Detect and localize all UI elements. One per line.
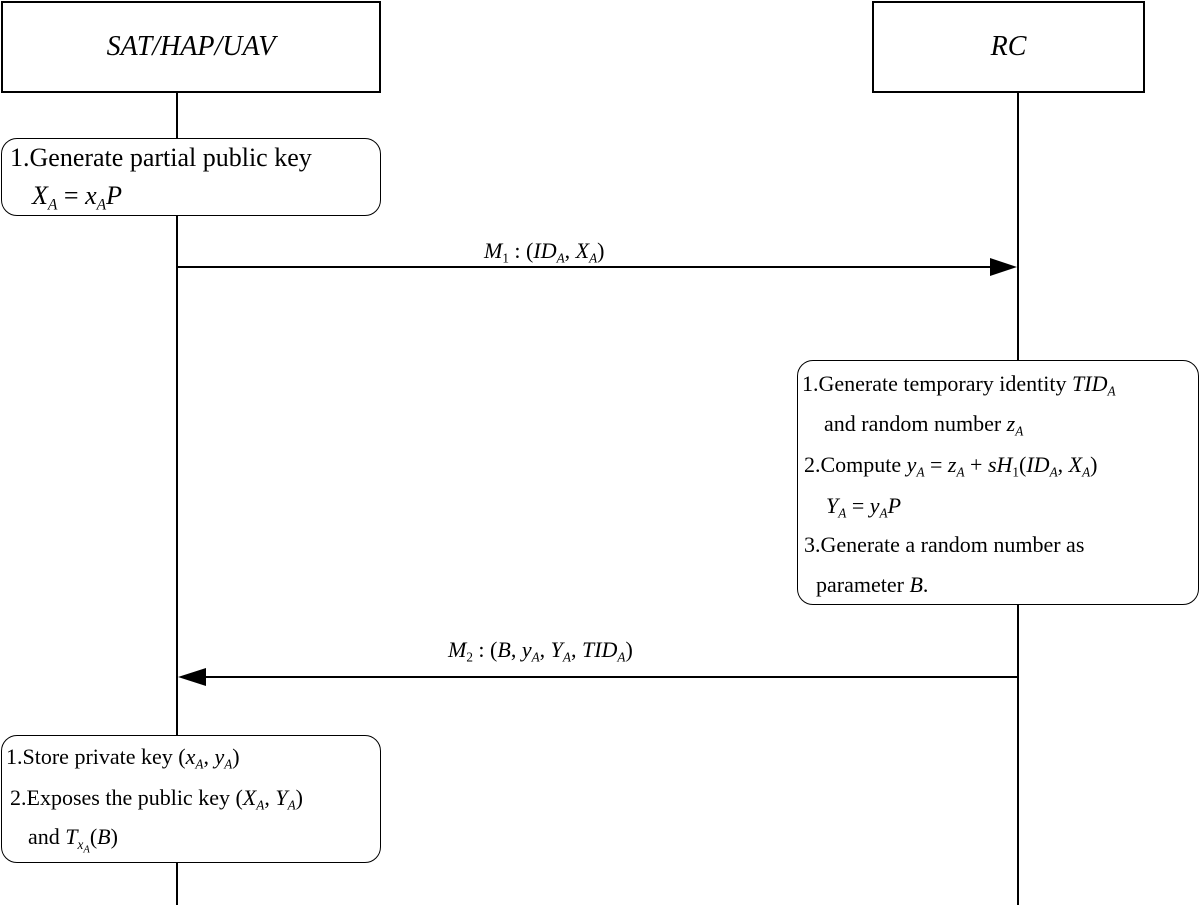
message2-arrowhead [178, 668, 206, 686]
note2-line6: parameter B. [816, 572, 929, 597]
note3-line2: 2.Exposes the public key (XA, YA) [10, 785, 303, 813]
note3-line1: 1.Store private key (xA, yA) [6, 744, 240, 772]
note-generate-partial-public-key: 1.Generate partial public key XA = xAP [1, 138, 381, 216]
note2-line1: 1.Generate temporary identity TIDA [802, 371, 1116, 399]
note-store-and-expose-keys: 1.Store private key (xA, yA) 2.Exposes t… [1, 735, 381, 863]
message2-label: M2 : (B, yA, YA, TIDA) [448, 637, 633, 665]
note-rc-computation: 1.Generate temporary identity TIDA and r… [797, 360, 1199, 605]
participant-sat-hap-uav-label: SAT/HAP/UAV [106, 31, 276, 62]
participant-rc: RC [872, 1, 1145, 93]
note2-line3: 2.Compute yA = zA + sH1(IDA, XA) [804, 452, 1098, 480]
message1-arrowhead [990, 258, 1017, 276]
note2-line5: 3.Generate a random number as [804, 532, 1085, 557]
note3-line3: and TxA(B) [28, 824, 118, 856]
message1-label: M1 : (IDA, XA) [484, 238, 605, 266]
lifeline-sat-hap-uav [176, 93, 178, 905]
participant-rc-label: RC [990, 31, 1027, 62]
message1-line [178, 266, 990, 268]
note1-formula: XA = xAP [32, 181, 123, 214]
note2-line2: and random number zA [824, 411, 1024, 439]
participant-sat-hap-uav: SAT/HAP/UAV [1, 1, 381, 93]
message2-line [206, 676, 1017, 678]
note2-line4: YA = yAP [826, 493, 902, 521]
note1-line1: 1.Generate partial public key [10, 143, 312, 172]
